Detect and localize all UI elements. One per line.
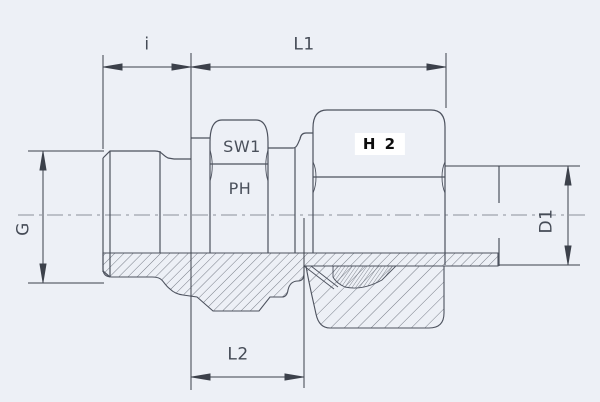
dimension-G <box>28 150 104 284</box>
body-section <box>102 252 499 312</box>
dim-label-i: i <box>144 34 150 55</box>
cone-line <box>310 265 339 288</box>
dim-label-d1: D1 <box>536 208 557 234</box>
dimension-D1 <box>445 165 580 266</box>
section-hatching <box>102 252 499 329</box>
part-label-sw1: SW1 <box>223 137 261 156</box>
dim-label-l1: L1 <box>293 34 315 55</box>
dimension-i-L1 <box>102 53 447 390</box>
fitting-outline <box>102 109 500 278</box>
dimension-L2 <box>191 218 305 388</box>
part-label-h2: H 2 <box>354 133 406 155</box>
dim-label-l2: L2 <box>227 344 249 365</box>
cutting-ring-section <box>332 265 398 289</box>
dim-label-g: G <box>13 222 34 236</box>
part-label-ph: PH <box>228 179 252 198</box>
cone-line <box>303 265 335 290</box>
